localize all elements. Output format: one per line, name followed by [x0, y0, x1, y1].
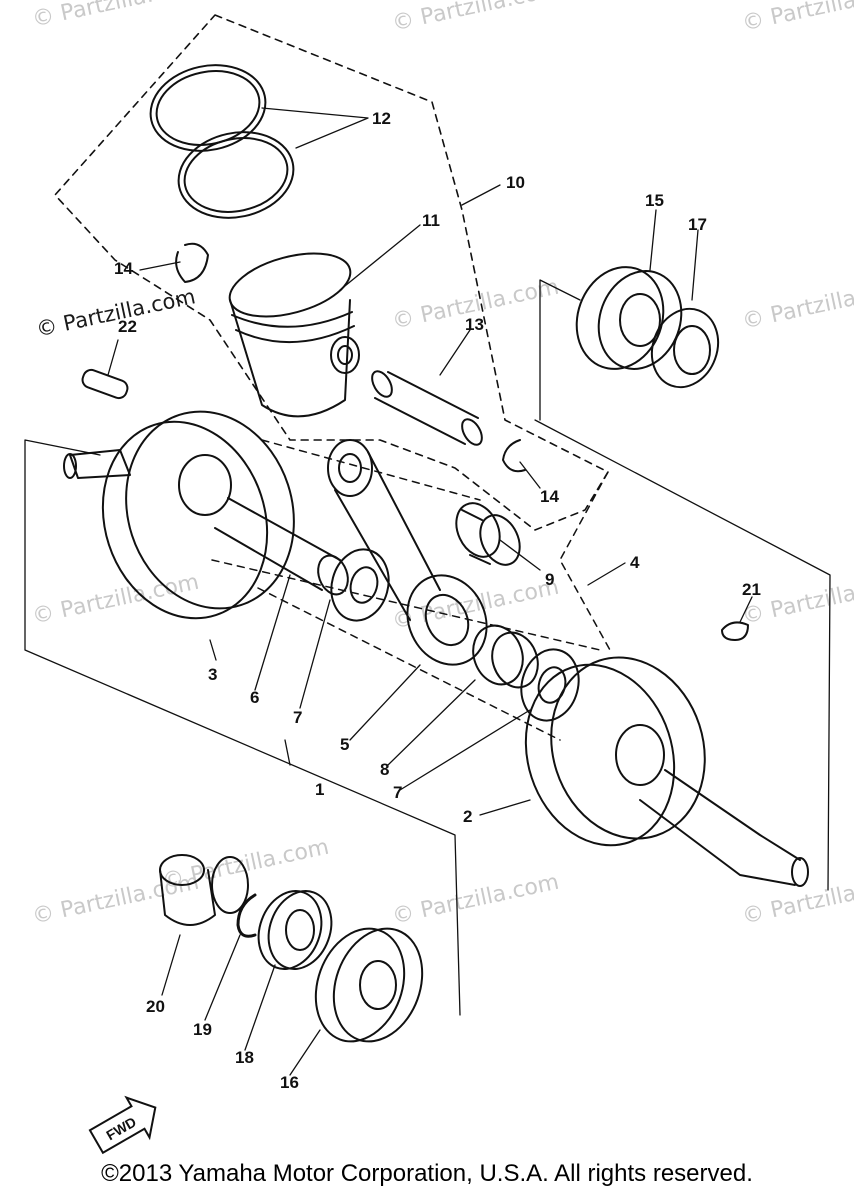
left-outline: [24, 439, 461, 1016]
callout-7: 7: [393, 783, 402, 802]
right-bearing-outline: [534, 279, 831, 891]
callout-3: 3: [208, 665, 217, 684]
connecting-rod: [327, 439, 488, 666]
washer-right: [520, 648, 580, 722]
bearing-18: [257, 890, 333, 970]
bearing-16: [314, 927, 424, 1043]
callout-10: 10: [506, 173, 525, 192]
callout-2: 2: [463, 807, 472, 826]
callout-14: 14: [114, 259, 133, 278]
callout-21: 21: [742, 580, 761, 599]
callout-22: 22: [118, 317, 137, 336]
callout-5: 5: [340, 735, 349, 754]
right-crank-half: [524, 656, 809, 887]
circlip-19: [236, 893, 257, 938]
piston-group-outline: [54, 14, 609, 531]
piston-pin-clip: [175, 242, 209, 283]
small-end-bearing: [455, 502, 521, 566]
callout-13: 13: [465, 315, 484, 334]
crank-pin: [214, 497, 349, 596]
bearing-15: [575, 266, 683, 370]
callout-9: 9: [545, 570, 554, 589]
fwd-arrow-icon: FWD: [88, 1095, 157, 1155]
piston-pin-clip: [502, 439, 526, 473]
woodruff-key-21: [721, 621, 749, 641]
collar-20: [159, 854, 249, 926]
assembly-dashed-line: [211, 439, 611, 741]
callout-labels: 12 10 11 14 13 22 14 9 4 21 3 6 7 5 8 1 …: [114, 109, 761, 1092]
callout-4: 4: [630, 553, 640, 572]
big-end-bearing: [472, 624, 539, 689]
callout-8: 8: [380, 760, 389, 779]
callout-14: 14: [540, 487, 559, 506]
callout-18: 18: [235, 1048, 254, 1067]
left-crank-half: [63, 410, 295, 620]
callout-1: 1: [315, 780, 324, 799]
callout-19: 19: [193, 1020, 212, 1039]
callout-12: 12: [372, 109, 391, 128]
callout-20: 20: [146, 997, 165, 1016]
callout-6: 6: [250, 688, 259, 707]
piston-pin: [371, 370, 483, 446]
leader-lines: [107, 107, 753, 1076]
copyright-footer: ©2013 Yamaha Motor Corporation, U.S.A. A…: [101, 1160, 753, 1187]
piston: [228, 252, 360, 418]
callout-15: 15: [645, 191, 664, 210]
callout-7: 7: [293, 708, 302, 727]
oil-seal-17: [650, 307, 720, 389]
woodruff-key-22: [81, 368, 129, 400]
callout-16: 16: [280, 1073, 299, 1092]
callout-17: 17: [688, 215, 707, 234]
callout-11: 11: [422, 211, 440, 230]
piston-rings: [149, 64, 295, 219]
